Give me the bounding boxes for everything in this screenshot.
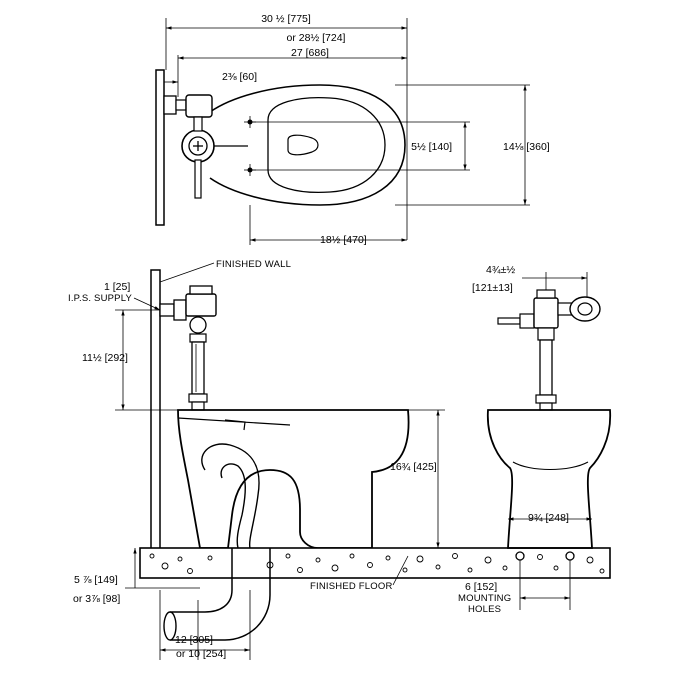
outlet-opening-plan <box>287 134 319 156</box>
finished-floor-label: FINISHED FLOOR <box>310 581 393 592</box>
bowl-depth-label: 18½ [470] <box>320 234 367 246</box>
outlet-height-label: 5 ⅞ [149] <box>74 574 118 586</box>
outlet-pipe <box>170 548 271 641</box>
valve-offset-label: 4¾±½ <box>486 264 515 276</box>
top-view: 30 ½ [775] or 28½ [724] 27 [686] 2⅜ [60]… <box>155 13 550 246</box>
overall-length-alt-label: or 28½ [724] <box>287 32 346 44</box>
bolt-spacing-label: 5½ [140] <box>411 141 452 153</box>
bowl-rim-plan <box>267 96 386 194</box>
floor-aggregate <box>149 553 605 574</box>
mounting-label-1: MOUNTING <box>458 593 511 604</box>
flushometer-front <box>497 289 601 411</box>
mounting-label-2: HOLES <box>468 604 501 615</box>
supply-label: I.P.S. SUPPLY <box>68 293 132 304</box>
spud-offset-label: 2⅜ [60] <box>222 71 257 83</box>
finished-wall-label: FINISHED WALL <box>216 259 291 270</box>
valve-offset-metric-label: [121±13] <box>472 282 513 294</box>
wall-section-plan <box>155 69 165 226</box>
overall-length-label: 30 ½ [775] <box>261 13 311 25</box>
bowl-front-outline <box>486 409 612 549</box>
supply-height-label: 11½ [292] <box>82 352 128 364</box>
rough-in-alt-label: or 10 [254] <box>176 648 226 660</box>
bowl-side-outline <box>177 409 410 549</box>
bowl-outline-plan <box>209 84 406 206</box>
bowl-width-label: 14⅛ [360] <box>503 141 550 153</box>
finished-floor-slab <box>139 547 611 579</box>
rough-in-label: 12 [305] <box>175 634 213 646</box>
outlet-height-alt-label: or 3⅞ [98] <box>73 593 120 605</box>
front-view: 4¾±½ [121±13] 9¾ [248] 6 [152] MOUNTI <box>458 264 612 615</box>
mounting-spacing-label: 6 [152] <box>465 581 497 593</box>
trapway <box>201 443 260 549</box>
bowl-length-label: 27 [686] <box>291 47 329 59</box>
base-width-label: 9¾ [248] <box>528 512 569 524</box>
rim-height-label: 16¾ [425] <box>390 461 437 473</box>
flush-valve-plan <box>163 94 248 199</box>
supply-size-label: 1 [25] <box>104 281 130 293</box>
side-view: FINISHED WALL 1 [25] I.P.S. SUPPLY 11½ [… <box>68 259 611 660</box>
mounting-bolt-marks <box>244 116 256 176</box>
flushometer-side <box>159 285 217 411</box>
